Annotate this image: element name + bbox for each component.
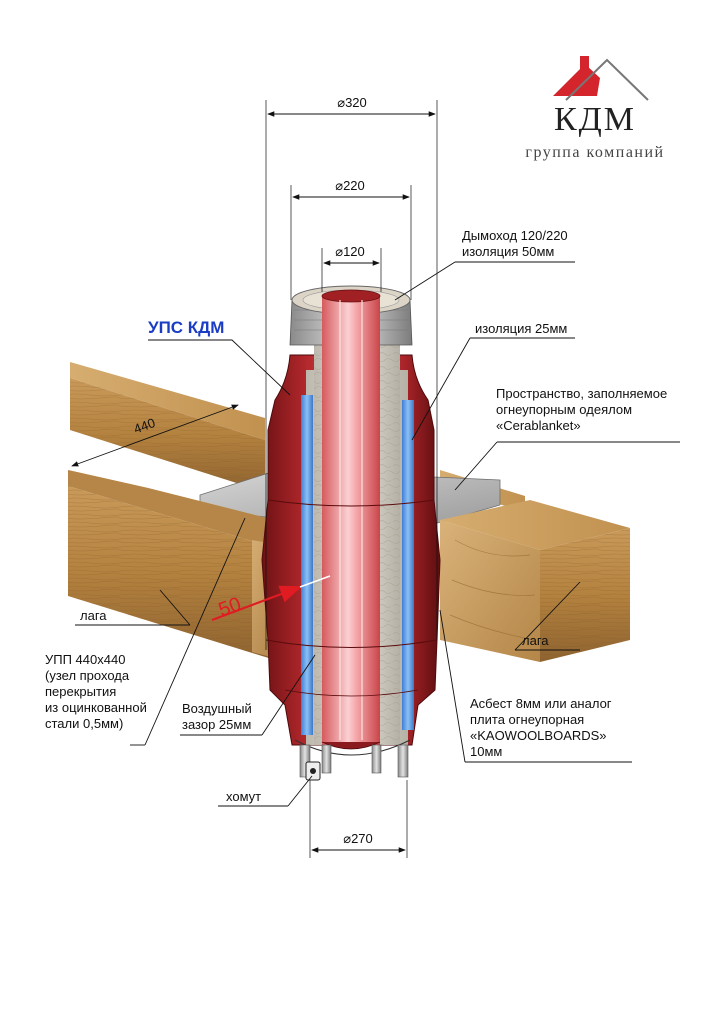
label-upp-line4: из оцинкованной <box>45 700 147 715</box>
label-air-gap: Воздушный зазор 25мм <box>182 701 255 732</box>
dim-120-label: ⌀120 <box>335 244 365 259</box>
dim-320-label: ⌀320 <box>337 95 367 110</box>
label-space-line1: Пространство, заполняемое <box>496 386 667 401</box>
label-asbestos-line3: «KAOWOOLBOARDS» <box>470 728 607 743</box>
dim-220-value: 220 <box>343 178 365 193</box>
dim-270-label: ⌀270 <box>343 831 373 846</box>
label-lag-left-text: лага <box>80 608 107 623</box>
label-space-line3: «Cerablanket» <box>496 418 581 433</box>
label-clamp-text: хомут <box>226 789 261 804</box>
label-upp-line5: стали 0,5мм) <box>45 716 123 731</box>
label-upp: УПП 440х440 (узел прохода перекрытия из … <box>45 652 150 731</box>
company-logo: КДМ группа компаний <box>525 56 664 161</box>
dim-270-value: 270 <box>351 831 373 846</box>
logo-tagline: группа компаний <box>525 144 664 161</box>
dim-440-label: 440 <box>132 415 158 437</box>
label-chimney: Дымоход 120/220 изоляция 50мм <box>462 228 571 259</box>
dimension-lines <box>71 100 438 858</box>
insulation-25mm-right <box>402 400 414 730</box>
chimney-assembly <box>261 285 441 781</box>
label-lag-right-text: лага <box>522 633 549 648</box>
logo-name: КДМ <box>554 101 636 138</box>
house-roof-icon <box>553 56 649 101</box>
insulation-25mm <box>301 395 313 735</box>
label-upp-line2: (узел прохода <box>45 668 130 683</box>
diagram-title: УПС КДМ <box>148 318 224 337</box>
dim-320-value: 320 <box>345 95 367 110</box>
label-space: Пространство, заполняемое огнеупорным од… <box>496 386 671 433</box>
label-clamp: хомут <box>226 789 261 804</box>
label-air-gap-line2: зазор 25мм <box>182 717 251 732</box>
clamp <box>305 761 321 781</box>
label-upp-line1: УПП 440х440 <box>45 652 125 667</box>
beam-back-left <box>70 362 265 492</box>
label-chimney-line1: Дымоход 120/220 <box>462 228 568 243</box>
inner-flue <box>322 296 380 745</box>
label-asbestos: Асбест 8мм или аналог плита огнеупорная … <box>470 696 615 759</box>
label-chimney-line2: изоляция 50мм <box>462 244 554 259</box>
label-lag-right: лага <box>522 633 549 648</box>
label-insulation: изоляция 25мм <box>475 321 567 336</box>
dim-220-label: ⌀220 <box>335 178 365 193</box>
dim-120-value: 120 <box>343 244 365 259</box>
beam-front-right <box>440 500 630 662</box>
label-upp-line3: перекрытия <box>45 684 116 699</box>
leader-lines <box>75 261 680 807</box>
label-space-line2: огнеупорным одеялом <box>496 402 632 417</box>
label-asbestos-line2: плита огнеупорная <box>470 712 584 727</box>
label-asbestos-line4: 10мм <box>470 744 502 759</box>
label-air-gap-line1: Воздушный <box>182 701 252 716</box>
label-asbestos-line1: Асбест 8мм или аналог <box>470 696 612 711</box>
label-insulation-line1: изоляция 25мм <box>475 321 567 336</box>
label-lag-left: лага <box>80 608 107 623</box>
labels: Дымоход 120/220 изоляция 50мм изоляция 2… <box>45 228 671 804</box>
